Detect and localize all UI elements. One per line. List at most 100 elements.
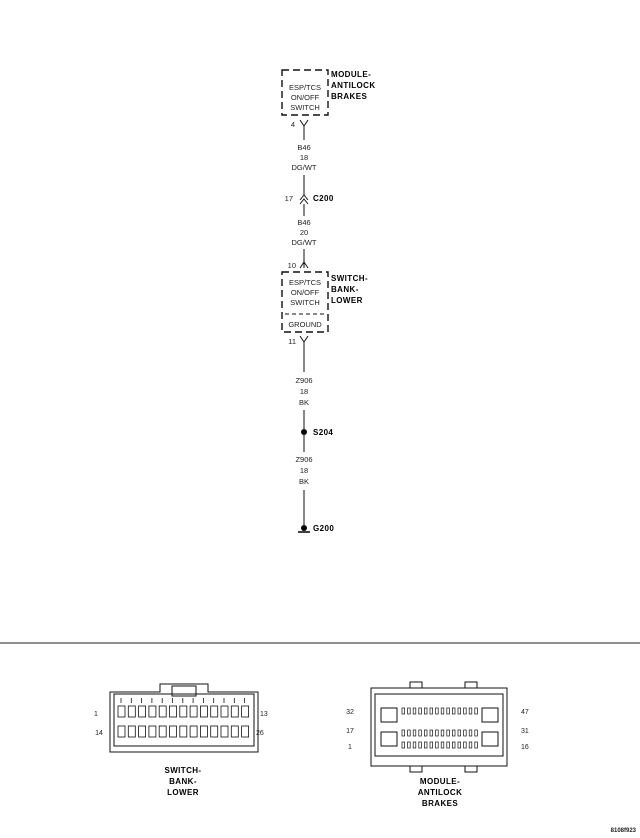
switch-bank-cavity [169, 705, 177, 718]
switch-bank-cavity [127, 705, 136, 718]
abs-cavity [440, 707, 445, 715]
abs-cavity [435, 707, 439, 715]
switch-bank-connector-view: 1 13 14 26 SWITCH- BANK- LOWER [94, 683, 268, 797]
abs-cavity [468, 707, 473, 715]
abs-cavity [424, 707, 428, 715]
abs-pin-47: 47 [521, 709, 529, 716]
switch-bank-pin-26: 26 [256, 730, 264, 737]
abs-cavity [474, 729, 478, 737]
switch-bank-out-terminal-icon [299, 335, 309, 343]
wire-b46-lower-circuit: B46 [297, 218, 310, 227]
abs-cavity [401, 741, 405, 749]
switch-bank-cavity [230, 725, 239, 738]
abs-cavity [435, 741, 439, 749]
c200-male-icon [299, 194, 309, 201]
abs-cavity [424, 741, 428, 749]
switch-bank-cavity [148, 725, 157, 738]
abs-switch-label-2: ON/OFF [291, 93, 320, 102]
connector-c200: 17 C200 [285, 194, 334, 205]
switch-bank-switch-label-2: ON/OFF [291, 288, 320, 297]
switch-bank-title-3: LOWER [331, 296, 363, 305]
switch-bank-connector-outline [109, 683, 259, 753]
abs-module-component: ESP/TCS ON/OFF SWITCH MODULE- ANTILOCK B… [281, 69, 376, 129]
abs-connector-tab-icon [464, 681, 478, 689]
abs-connector-view: 32 17 1 47 31 16 MODULE- ANTILOCK BRAKES [346, 681, 529, 808]
switch-bank-cavity [179, 725, 188, 738]
abs-cavity [452, 707, 456, 715]
abs-connector-label-3: BRAKES [422, 799, 458, 808]
abs-cavity [440, 729, 445, 737]
abs-pin-1: 1 [348, 744, 352, 751]
wire-b46-upper-gauge: 18 [300, 153, 308, 162]
switch-bank-title-2: BANK- [331, 285, 359, 294]
abs-connector-face [374, 693, 504, 757]
abs-pin-terminal-icon [299, 119, 309, 127]
switch-bank-switch-label-3: SWITCH [290, 298, 320, 307]
abs-pin-17: 17 [346, 728, 354, 735]
abs-connector-label-2: ANTILOCK [418, 788, 463, 797]
splice-dot-icon [301, 429, 307, 435]
abs-module-dashed-box [281, 69, 329, 116]
abs-title-3: BRAKES [331, 92, 367, 101]
abs-cavity [418, 741, 422, 749]
switch-bank-cavity [241, 705, 250, 718]
switch-bank-pin-in: 10 [288, 261, 296, 270]
abs-connector-tab-icon [409, 681, 423, 689]
switch-bank-cavity [169, 725, 177, 738]
abs-cavity [412, 741, 417, 749]
switch-bank-cavity [148, 705, 157, 718]
abs-cavity [418, 707, 422, 715]
wire-z906-upper-circuit: Z906 [295, 376, 312, 385]
switch-bank-cavity [189, 705, 198, 718]
c200-label: C200 [313, 194, 334, 203]
abs-key-icon [380, 707, 398, 723]
splice-s204-label: S204 [313, 428, 333, 437]
abs-cavity [401, 729, 405, 737]
switch-bank-title-1: SWITCH- [331, 274, 368, 283]
abs-key-icon [481, 707, 499, 723]
wire-b46-upper-circuit: B46 [297, 143, 310, 152]
switch-bank-cavity [199, 705, 208, 718]
abs-connector-outline [370, 687, 508, 767]
abs-pin-32: 32 [346, 709, 354, 716]
figure-id: 8108f923 [611, 828, 637, 834]
switch-bank-connector-label-3: LOWER [167, 788, 199, 797]
switch-bank-cavity [127, 725, 136, 738]
abs-cavity [468, 741, 473, 749]
switch-bank-cavity [158, 705, 167, 718]
abs-cavity [463, 707, 467, 715]
switch-bank-ground-label: GROUND [288, 320, 322, 329]
abs-connector-tab-icon [409, 765, 423, 773]
switch-bank-cavity [138, 705, 147, 718]
abs-cavity [407, 707, 411, 715]
switch-bank-cavity [210, 705, 219, 718]
abs-title-2: ANTILOCK [331, 81, 376, 90]
switch-bank-pin-13: 13 [260, 711, 268, 718]
abs-cavity [446, 741, 450, 749]
wire-z906-lower-color: BK [299, 477, 309, 486]
abs-connector-tab-icon [464, 765, 478, 773]
abs-pin-16: 16 [521, 744, 529, 751]
wire-z906-lower-circuit: Z906 [295, 455, 312, 464]
switch-bank-pin-out: 11 [288, 337, 296, 346]
wire-b46-lower-color: DG/WT [292, 238, 317, 247]
abs-cavity [424, 729, 428, 737]
switch-bank-connector-face [113, 693, 255, 747]
splice-s204: S204 [301, 428, 333, 437]
abs-pin-number: 4 [291, 120, 295, 129]
switch-bank-cavity [158, 725, 167, 738]
wire-z906-upper-gauge: 18 [300, 387, 308, 396]
switch-bank-cavity [230, 705, 239, 718]
abs-cavity [474, 741, 478, 749]
abs-cavity [407, 729, 411, 737]
switch-bank-cavity [189, 725, 198, 738]
ground-g200: G200 [298, 524, 334, 533]
wire-z906-lower-gauge: 18 [300, 466, 308, 475]
abs-cavity [446, 729, 450, 737]
switch-bank-cavities [117, 698, 250, 738]
switch-bank-cavity [241, 725, 250, 738]
abs-cavity [457, 707, 461, 715]
switch-bank-in-terminal-icon [299, 261, 309, 269]
abs-cavities [401, 707, 478, 749]
